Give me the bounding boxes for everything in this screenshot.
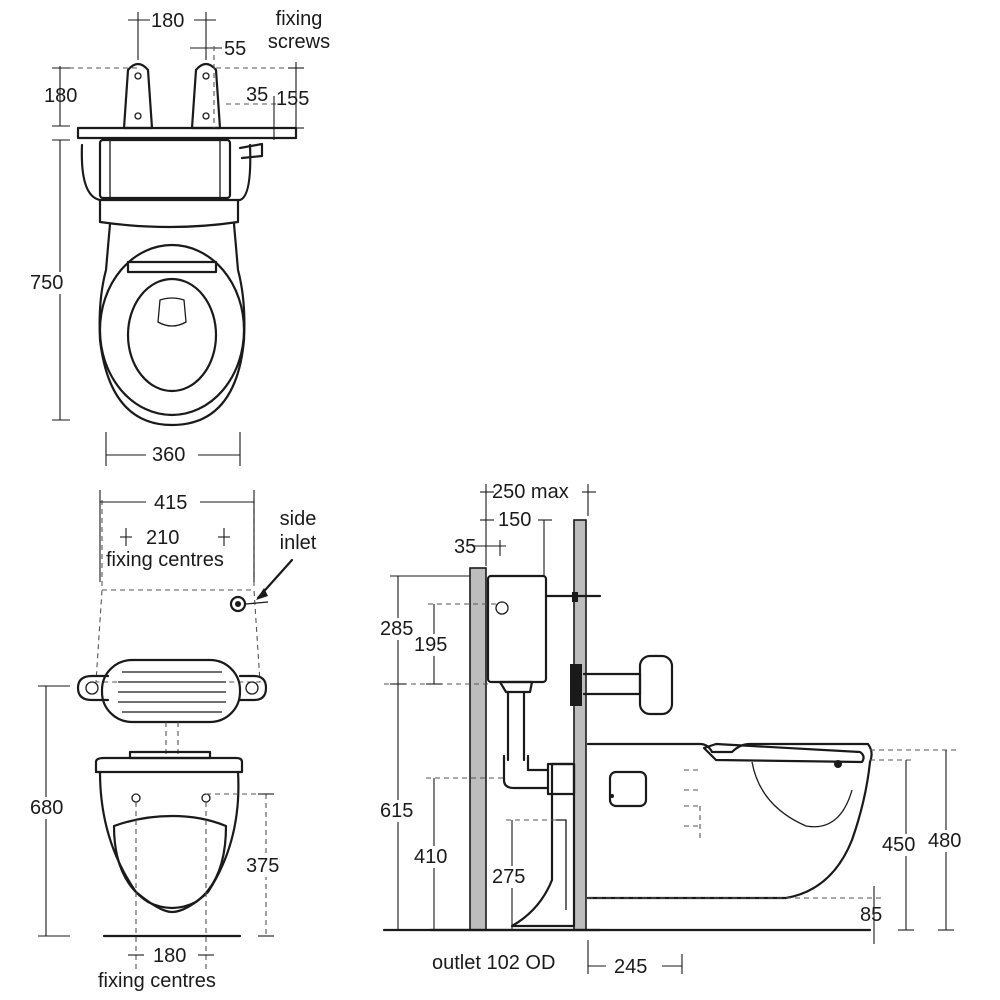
fixing-bracket-left (122, 62, 154, 130)
pan-side-outline (586, 742, 873, 900)
dim-375: 375 (246, 855, 280, 877)
dim-480: 480 (928, 830, 962, 852)
dim-450: 450 (882, 834, 916, 856)
pan-bowl-inner (751, 761, 853, 828)
seat-side (702, 742, 865, 764)
label-fixing-screws-1: fixing (275, 8, 323, 30)
concealed-cistern-outline (95, 589, 261, 683)
seat-opening (126, 277, 218, 393)
dim-width-360: 360 (152, 444, 186, 466)
dim-height-680: 680 (30, 797, 64, 819)
pan-body (98, 770, 240, 914)
label-fixing-centres-top: fixing centres (106, 549, 224, 571)
fixing-hole-left (131, 793, 141, 803)
dim-410: 410 (414, 846, 448, 868)
bowl-outline (98, 222, 246, 427)
bowl-waterway (157, 297, 187, 327)
label-side-inlet-1: side (279, 508, 317, 530)
flush-pipe-bend (502, 754, 550, 790)
label-fixing-centres-bottom: fixing centres (98, 970, 216, 992)
dim-275: 275 (492, 866, 526, 888)
flush-lever (238, 142, 264, 160)
dim-85: 85 (860, 904, 883, 926)
flush-button-housing (570, 664, 582, 706)
dim-left-180: 180 (44, 85, 78, 107)
seat-outline (98, 243, 246, 417)
dim-fixing-centres-210: 210 (146, 527, 180, 549)
front-panel (573, 519, 587, 931)
label-side-inlet-2: inlet (279, 532, 317, 554)
pan-access-cover (608, 770, 648, 808)
cistern-side (486, 574, 548, 684)
dim-150: 150 (498, 509, 532, 531)
dim-length-750: 750 (30, 272, 64, 294)
label-fixing-screws-2: screws (267, 31, 331, 53)
dim-195: 195 (414, 634, 448, 656)
dim-bottom-180: 180 (153, 945, 187, 967)
fixing-hole-right (201, 793, 211, 803)
support-frame (510, 762, 576, 928)
rear-wall (469, 567, 487, 931)
cistern-top (98, 138, 232, 200)
flush-arm (582, 672, 642, 696)
seat-front (94, 756, 244, 774)
front-view-toilet-elevation (38, 490, 294, 970)
pan-trap (112, 814, 228, 910)
dim-55: 55 (224, 38, 247, 60)
outlet-valve (498, 680, 534, 694)
dim-285: 285 (380, 618, 414, 640)
dim-overall-width-415: 415 (154, 492, 188, 514)
dim-155: 155 (276, 88, 310, 110)
dim-screw-spacing: 180 (151, 10, 185, 32)
grab-rail (80, 143, 252, 202)
dim-245: 245 (614, 956, 648, 978)
fixing-bracket-right (190, 62, 222, 130)
dim-35-top: 35 (246, 84, 269, 106)
top-view-toilet-plan (52, 12, 304, 466)
flush-plate (100, 658, 242, 724)
side-inlet-fitting (229, 595, 269, 613)
wall-plate (76, 126, 298, 140)
flush-paddle (638, 654, 674, 716)
dim-35-side: 35 (454, 536, 477, 558)
front-grab-rail-ends (76, 674, 268, 702)
label-outlet: outlet 102 OD (432, 952, 556, 974)
bowl-rear (98, 198, 240, 229)
flush-pipe-vertical (506, 690, 526, 762)
seat-hinge (126, 260, 218, 274)
dim-250-max: 250 max (492, 481, 569, 503)
dim-615: 615 (380, 800, 414, 822)
